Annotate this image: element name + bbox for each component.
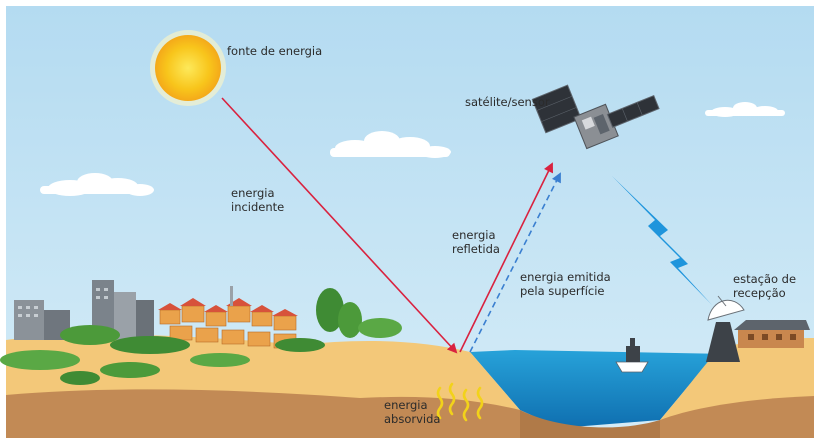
soil-layer-right [660,396,814,438]
boat-icon [615,338,649,373]
absorbed-energy-waves [436,382,484,422]
satellite-icon [531,84,660,150]
reflected-energy-ray [459,162,553,353]
cloud-icon [40,173,154,196]
seabed [520,410,660,438]
sun-icon [150,30,226,106]
emitted-energy-ray [469,172,561,353]
satellite-label: satélite/sensor [465,95,550,109]
cloud-icon [705,102,785,117]
station-building-icon [734,320,810,348]
city-icon [14,280,298,349]
cloud-icon [330,131,451,158]
soil-layer [6,389,520,438]
source-label: fonte de energia [227,44,323,58]
incident-energy-ray [221,97,458,354]
trees-icon [0,288,402,385]
antenna-dish-icon [706,295,745,362]
